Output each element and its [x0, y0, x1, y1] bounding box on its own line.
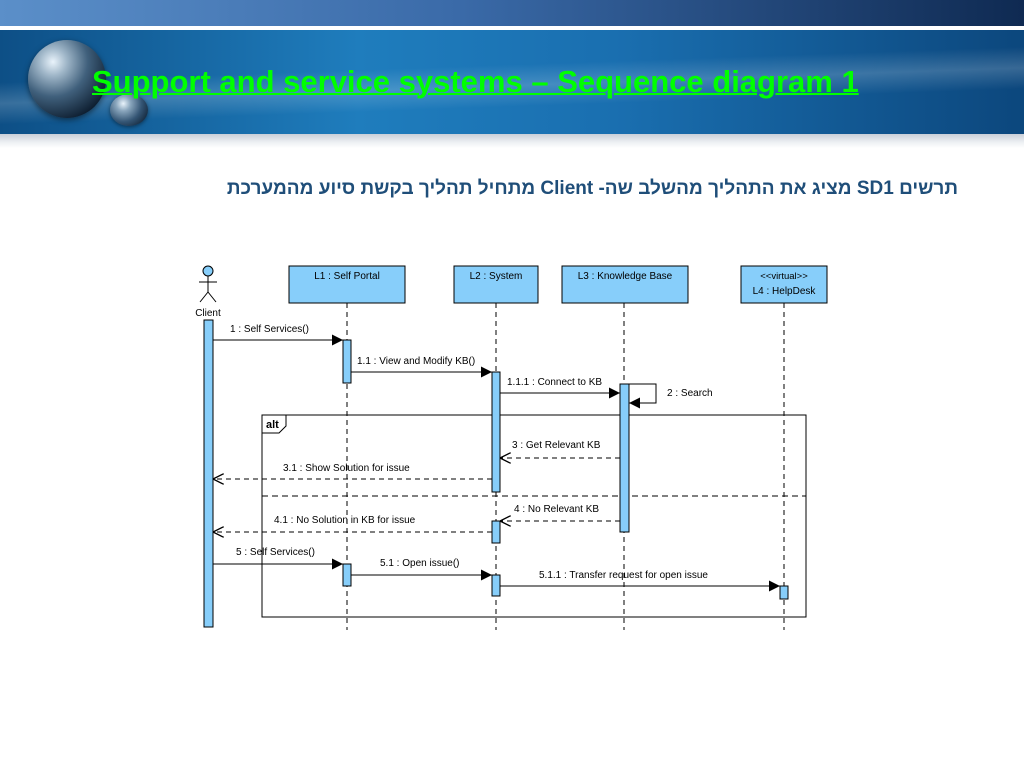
lifeline-head-l2: L2 : System [453, 265, 539, 304]
alt-fragment: alt [261, 414, 807, 618]
small-globe-logo [110, 94, 148, 126]
activation-l3 [619, 383, 630, 533]
actor-head [202, 265, 214, 277]
alt-operator-label: alt [266, 419, 279, 431]
message-1: 1 : Self Services() [213, 324, 343, 346]
slide-title: Support and service systems – Sequence d… [92, 64, 859, 99]
message-line [629, 383, 657, 409]
activation-l2-c [491, 574, 501, 597]
message-label: 1 : Self Services() [230, 324, 309, 335]
message-4-1: 4.1 : No Solution in KB for issue [213, 515, 492, 532]
message-label: 1.1 : View and Modify KB() [357, 356, 475, 367]
message-label: 5.1.1 : Transfer request for open issue [539, 570, 708, 581]
actor-client: Client [195, 265, 221, 319]
alt-frame [261, 414, 807, 618]
message-label: 2 : Search [667, 388, 713, 399]
message-5: 5 : Self Services() [213, 547, 343, 570]
actor-left-leg [199, 291, 209, 303]
lifeline-head-l3: L3 : Knowledge Base [561, 265, 689, 304]
banner-shadow [0, 134, 1024, 148]
message-label: 4 : No Relevant KB [514, 504, 599, 515]
activation-client [203, 319, 214, 628]
message-1-1: 1.1 : View and Modify KB() [351, 356, 492, 378]
slide-subtitle: תרשים SD1 מציג את התהליך מהשלב שה- Clien… [226, 178, 958, 199]
lifeline-box-l3 [561, 265, 689, 304]
message-3-1: 3.1 : Show Solution for issue [213, 463, 492, 479]
lifeline-head-l1: L1 : Self Portal [288, 265, 406, 304]
lifeline-box-l2 [453, 265, 539, 304]
lifeline-box-l1 [288, 265, 406, 304]
activation-l1-b [342, 563, 352, 587]
lifeline-label-l3: L3 : Knowledge Base [578, 271, 673, 282]
top-band [0, 0, 1024, 26]
message-label: 3 : Get Relevant KB [512, 440, 601, 451]
activation-l1-a [342, 339, 352, 384]
lifeline-stereotype-l4: <<virtual>> [760, 271, 808, 282]
message-5-1-1: 5.1.1 : Transfer request for open issue [500, 570, 780, 592]
message-2-self: 2 : Search [629, 383, 713, 409]
lifeline-head-l4: <<virtual>> L4 : HelpDesk [740, 265, 828, 304]
actor-label: Client [195, 308, 221, 319]
lifeline-label-l2: L2 : System [470, 271, 523, 282]
message-label: 1.1.1 : Connect to KB [507, 377, 602, 388]
title-banner [0, 30, 1024, 134]
lifeline-box-l4 [740, 265, 828, 304]
message-1-1-1: 1.1.1 : Connect to KB [500, 377, 620, 399]
message-label: 5.1 : Open issue() [380, 558, 459, 569]
message-label: 4.1 : No Solution in KB for issue [274, 515, 416, 526]
activation-l2-b [491, 520, 501, 544]
alt-operator-tab [261, 414, 287, 434]
activation-l2-a [491, 371, 501, 493]
message-5-1: 5.1 : Open issue() [351, 558, 492, 581]
message-4: 4 : No Relevant KB [500, 504, 620, 521]
message-3: 3 : Get Relevant KB [500, 440, 620, 458]
lifeline-label-l1: L1 : Self Portal [314, 271, 380, 282]
message-label: 5 : Self Services() [236, 547, 315, 558]
actor-right-leg [207, 291, 217, 303]
lifeline-label-l4: L4 : HelpDesk [753, 286, 817, 297]
globe-logo [28, 40, 106, 118]
message-label: 3.1 : Show Solution for issue [283, 463, 410, 474]
activation-l4 [779, 585, 789, 600]
